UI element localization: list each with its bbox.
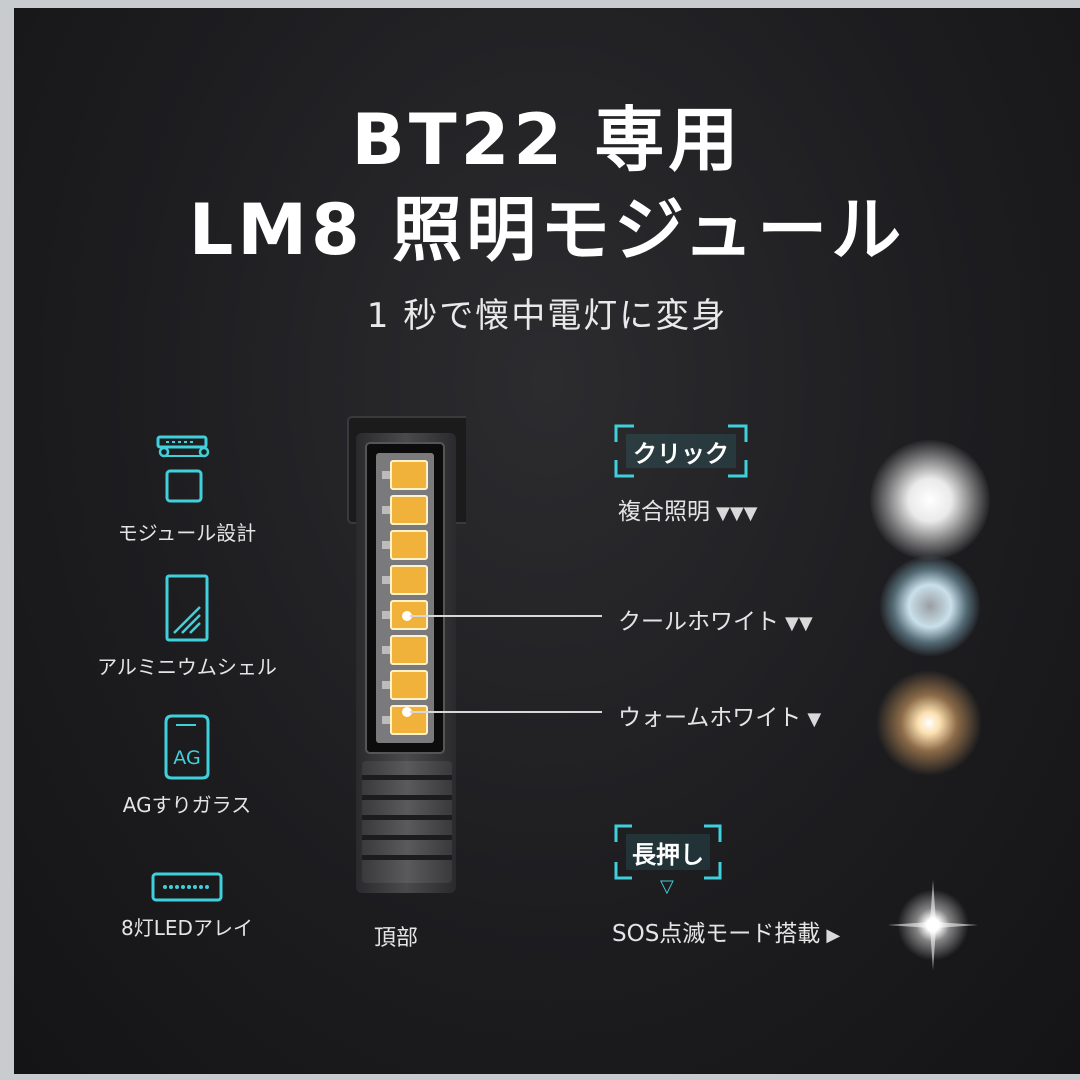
- mode-sos: SOS点滅モード搭載▶: [612, 914, 840, 948]
- mode-sos-label: SOS点滅モード搭載: [612, 921, 821, 947]
- mode-combined-label: 複合照明: [618, 499, 710, 525]
- led-chip: [390, 565, 428, 595]
- feature-led-array: 8灯LEDアレイ: [92, 870, 282, 941]
- feature-label: AGすりガラス: [122, 793, 252, 817]
- long-press-badge-text: 長押し: [632, 840, 704, 869]
- mode-warm-white-arrows: ▼: [807, 709, 822, 730]
- led-array-icon: [151, 872, 223, 902]
- led-chip: [390, 530, 428, 560]
- led-contact: [382, 506, 390, 514]
- feature-aluminum-shell: アルミニウムシェル: [82, 573, 292, 680]
- ag-icon-text: AG: [173, 747, 201, 769]
- ag-glass-icon: AG: [162, 713, 212, 781]
- title-line-1: BT22 専用: [351, 99, 743, 181]
- combined-light-glow: [870, 440, 990, 560]
- cool-white-light-glow: [880, 556, 980, 656]
- mode-warm-white-label: ウォームホワイト: [618, 705, 802, 731]
- mode-combined-arrows: ▼▼▼: [716, 503, 758, 524]
- mode-cool-white-arrows: ▼▼: [785, 613, 813, 634]
- warm-white-leader-line: [410, 711, 602, 713]
- product-panel: BT22 専用 LM8 照明モジュール 1 秒で懐中電灯に変身 モジュール設計 …: [14, 8, 1080, 1074]
- mode-combined: 複合照明 ▼▼▼: [618, 492, 758, 526]
- led-contact: [382, 611, 390, 619]
- warm-white-led-dot: [402, 707, 412, 717]
- led-chip: [390, 670, 428, 700]
- device-top-label: 頂部: [374, 926, 419, 951]
- led-chip: [390, 460, 428, 490]
- led-contact: [382, 471, 390, 479]
- mode-warm-white: ウォームホワイト▼: [618, 698, 821, 732]
- sos-sparkle-icon: [888, 880, 978, 970]
- title-line-2: LM8 照明モジュール: [188, 189, 906, 271]
- led-chip: [390, 705, 428, 735]
- feature-module-design: モジュール設計: [92, 433, 282, 546]
- feature-ag-glass: AG AGすりガラス: [92, 713, 282, 818]
- feature-label: モジュール設計: [117, 521, 257, 545]
- led-chip: [390, 635, 428, 665]
- led-contact: [382, 716, 390, 724]
- click-badge-text: クリック: [633, 439, 729, 468]
- warm-white-light-glow: [874, 668, 984, 778]
- led-contact: [382, 646, 390, 654]
- mode-cool-white: クールホワイト ▼▼: [618, 602, 813, 636]
- led-contact: [382, 576, 390, 584]
- module-icon: [156, 435, 210, 503]
- cool-white-leader-line: [410, 615, 602, 617]
- led-contact: [382, 681, 390, 689]
- long-press-pointer-icon: ▽: [660, 876, 674, 897]
- mode-cool-white-label: クールホワイト: [618, 609, 779, 635]
- mode-sos-arrow: ▶: [826, 925, 841, 946]
- long-press-badge: 長押し: [612, 822, 724, 882]
- led-chip: [390, 495, 428, 525]
- feature-label: アルミニウムシェル: [97, 655, 277, 679]
- subtitle: 1 秒で懐中電灯に変身: [366, 296, 728, 336]
- click-badge: クリック: [612, 422, 750, 480]
- aluminum-shell-icon: [165, 574, 209, 642]
- feature-label: 8灯LEDアレイ: [121, 916, 253, 940]
- led-contact: [382, 541, 390, 549]
- lm8-device-image: [347, 416, 466, 893]
- cool-white-led-dot: [402, 611, 412, 621]
